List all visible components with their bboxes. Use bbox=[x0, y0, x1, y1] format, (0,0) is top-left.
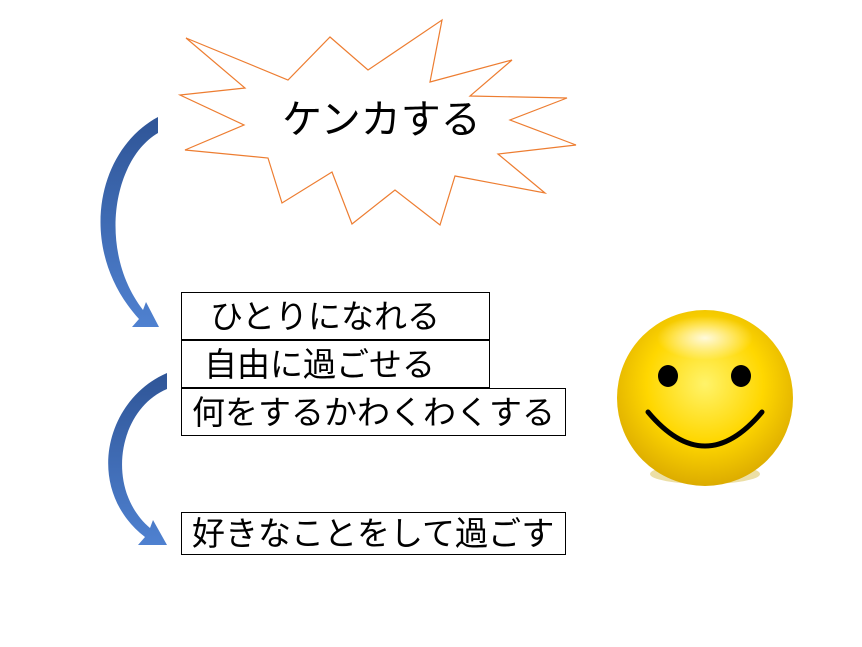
step-box-alone: ひとりになれる bbox=[181, 292, 490, 340]
smiley-left-eye bbox=[658, 365, 678, 387]
smiley-face bbox=[617, 310, 793, 486]
step-box-excited: 何をするかわくわくする bbox=[181, 388, 566, 436]
curved-arrow-lower bbox=[108, 373, 167, 545]
step-box-favorite: 好きなことをして過ごす bbox=[181, 512, 566, 555]
step-box-free: 自由に過ごせる bbox=[181, 340, 490, 388]
burst-shape bbox=[177, 18, 577, 227]
smiley-right-eye bbox=[731, 365, 751, 387]
burst-label: ケンカする bbox=[282, 97, 481, 143]
smiley-face-circle bbox=[617, 310, 793, 486]
smiley-shine bbox=[657, 316, 753, 360]
curved-arrow-upper bbox=[100, 117, 159, 327]
smiley-mouth bbox=[645, 409, 765, 449]
